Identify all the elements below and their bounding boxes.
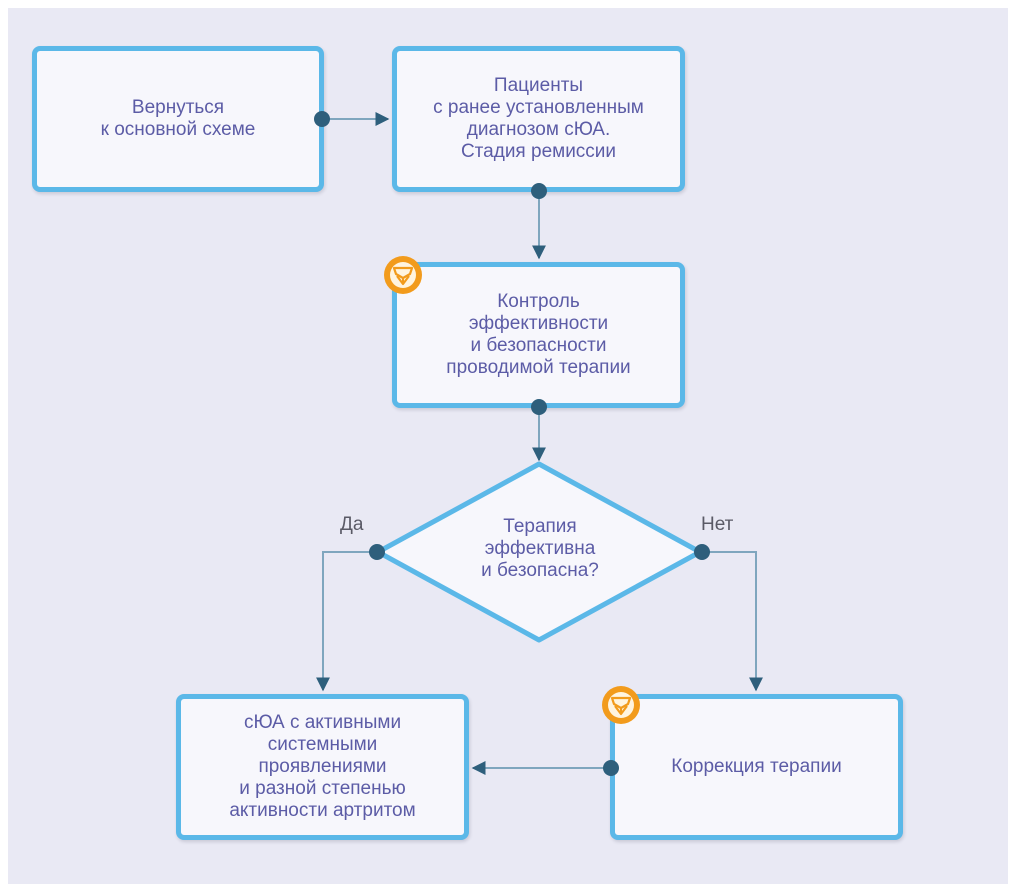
return-to-main-scheme-button[interactable]: Вернуться к основной схеме bbox=[32, 46, 324, 192]
decision-diamond bbox=[375, 461, 703, 643]
control-node-label: Контроль эффективности и безопасности пр… bbox=[446, 291, 631, 378]
patients-node-label: Пациенты с ранее установленным диагнозом… bbox=[433, 75, 644, 162]
return-node-label: Вернуться к основной схеме bbox=[100, 97, 256, 140]
yes-branch-label: Да bbox=[340, 514, 364, 535]
connector-yes-branch bbox=[316, 551, 377, 692]
doctor-badge-icon bbox=[384, 256, 422, 294]
connector-no-branch bbox=[702, 551, 763, 692]
active-node: сЮА с активными системными проявлениями … bbox=[176, 694, 469, 840]
doctor-badge-icon bbox=[602, 686, 640, 724]
correction-node: Коррекция терапии bbox=[610, 694, 903, 840]
decision-label: Терапия эффективна и безопасна? bbox=[481, 516, 599, 581]
no-branch-label: Нет bbox=[701, 514, 734, 535]
active-node-label: сЮА с активными системными проявлениями … bbox=[229, 712, 416, 821]
patients-node: Пациенты с ранее установленным диагнозом… bbox=[392, 46, 685, 192]
control-node: Контроль эффективности и безопасности пр… bbox=[392, 262, 685, 408]
correction-node-label: Коррекция терапии bbox=[671, 756, 842, 777]
